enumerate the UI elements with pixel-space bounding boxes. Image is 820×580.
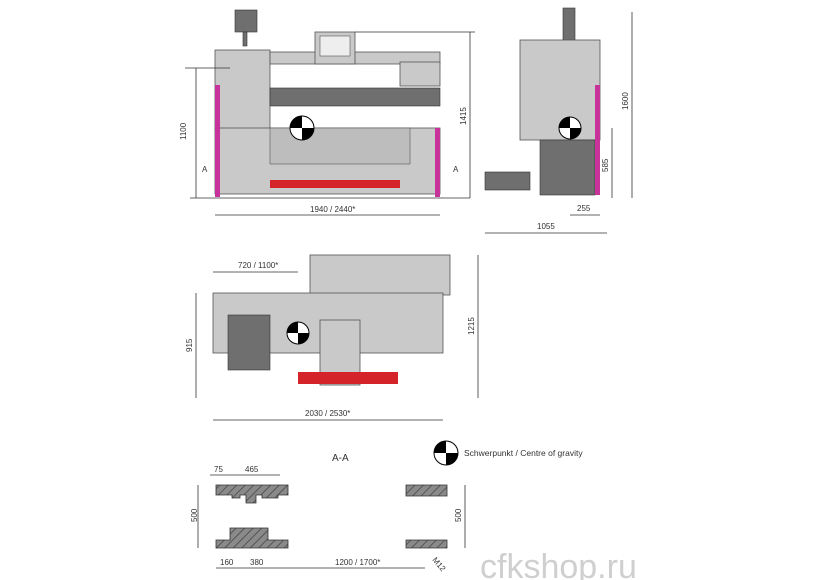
section-dim-e: 1200 / 1700*: [335, 558, 380, 567]
side-view: 1600 585 255 1055: [484, 7, 633, 234]
watermark: cfkshop.ru: [480, 548, 637, 580]
tailstock: [399, 61, 441, 87]
right-side-panel: [435, 128, 440, 197]
top-cover: [309, 254, 451, 296]
control-panel: [234, 9, 258, 33]
side-dim-height: 1600: [621, 92, 630, 110]
section-mark-right: A: [453, 165, 459, 174]
side-dim-cog-offset: 255: [577, 204, 591, 213]
top-dim-headstock: 720 / 1100*: [238, 261, 278, 270]
section-dim-right-height: 500: [454, 508, 463, 522]
headstock: [214, 49, 271, 131]
side-tray: [484, 171, 531, 191]
section-mark-left: A: [202, 165, 208, 174]
legend: Schwerpunkt / Centre of gravity: [433, 440, 583, 466]
left-side-panel: [215, 85, 220, 197]
side-dim-depth: 1055: [537, 222, 555, 231]
section-dim-bolt: M12: [430, 556, 447, 574]
chip-tray: [270, 180, 400, 188]
section-bottom-left: [215, 527, 289, 549]
side-dim-cog-height: 585: [601, 158, 610, 172]
bed: [269, 87, 441, 107]
centre-of-gravity-icon: [558, 116, 582, 140]
section-dim-d: 380: [250, 558, 264, 567]
dim-height: 1100: [179, 122, 188, 140]
chuck-guard-window: [319, 35, 351, 57]
dim-width: 1940 / 2440*: [310, 205, 355, 214]
control-panel-arm: [242, 31, 248, 47]
top-dim-total-depth: 1215: [467, 317, 476, 335]
side-cabinet: [539, 139, 596, 196]
dim-total-height: 1415: [459, 107, 468, 125]
legend-label: Schwerpunkt / Centre of gravity: [464, 448, 583, 458]
section-top-right: [405, 484, 448, 497]
side-panel: [595, 85, 600, 195]
top-chip-tray: [298, 372, 398, 384]
top-dim-length: 2030 / 2530*: [305, 409, 350, 418]
top-dim-depth: 915: [185, 338, 194, 352]
centre-of-gravity-icon: [289, 115, 315, 141]
centre-of-gravity-icon: [433, 440, 459, 466]
section-title: A-A: [332, 453, 349, 464]
section-dim-left-height: 500: [190, 508, 199, 522]
section-a-a: A-A 75 465 500 500 160 380 1200 / 1700* …: [190, 453, 466, 574]
section-dim-b: 465: [245, 465, 259, 474]
top-view: 720 / 1100* 915 1215 2030 / 2530*: [185, 254, 479, 421]
side-control-panel: [562, 7, 576, 44]
section-dim-a: 75: [214, 465, 223, 474]
front-view: 1100 1415 1940 / 2440* A A: [179, 9, 475, 216]
section-bottom-right: [405, 539, 448, 549]
top-headstock: [227, 314, 271, 371]
section-top-left: [215, 484, 289, 504]
section-dim-c: 160: [220, 558, 234, 567]
centre-of-gravity-icon: [286, 321, 310, 345]
